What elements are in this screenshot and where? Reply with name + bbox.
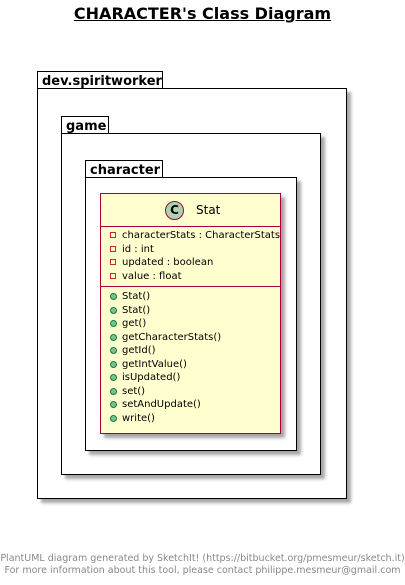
public-visibility-icon (110, 360, 117, 368)
public-visibility-icon (110, 414, 117, 422)
method-row: getIntValue() (101, 358, 280, 372)
class-methods: Stat() Stat() get() getCharacterStats() … (101, 287, 280, 425)
field-text: id : int (122, 243, 154, 255)
class-stereotype-icon: C (165, 201, 184, 220)
field-row: updated : boolean (101, 256, 280, 270)
class-fields: characterStats : CharacterStats id : int… (101, 227, 280, 287)
method-text: getCharacterStats() (122, 331, 222, 343)
method-text: get() (122, 318, 147, 329)
field-text: value : float (122, 270, 182, 282)
method-row: Stat() (101, 290, 280, 304)
package-tab-dev-spiritworker: dev.spiritworker (37, 71, 163, 89)
footer-contact-note: For more information about this tool, pl… (4, 565, 401, 576)
package-tab-game: game (61, 116, 109, 134)
package-name: character (90, 163, 161, 178)
public-visibility-icon (110, 401, 117, 408)
public-visibility-icon (110, 293, 117, 300)
private-visibility-icon (110, 272, 116, 279)
field-row: id : int (101, 243, 280, 257)
public-visibility-icon (110, 306, 117, 314)
method-text: Stat() (122, 304, 151, 316)
method-text: write() (122, 412, 155, 424)
class-header: C Stat (101, 194, 280, 227)
method-row: Stat() (101, 304, 280, 318)
method-text: set() (122, 385, 146, 397)
package-tab-character: character (85, 160, 163, 178)
class-stat: C Stat characterStats : CharacterStats i… (100, 193, 281, 434)
method-row: get() (101, 317, 280, 331)
method-text: isUpdated() (122, 372, 181, 383)
method-row: getId() (101, 344, 280, 358)
field-text: characterStats : CharacterStats (122, 230, 281, 241)
method-row: setAndUpdate() (101, 398, 280, 412)
diagram-title: CHARACTER's Class Diagram (73, 4, 332, 23)
method-row: write() (101, 412, 280, 426)
method-text: getId() (122, 345, 156, 356)
package-name: game (66, 119, 107, 134)
public-visibility-icon (110, 320, 117, 327)
field-row: characterStats : CharacterStats (101, 229, 280, 243)
method-text: getIntValue() (122, 358, 187, 370)
field-row: value : float (101, 270, 280, 284)
method-row: getCharacterStats() (101, 331, 280, 345)
method-row: isUpdated() (101, 371, 280, 385)
public-visibility-icon (110, 333, 117, 341)
method-text: Stat() (122, 291, 151, 302)
class-name: Stat (196, 203, 221, 217)
private-visibility-icon (110, 232, 116, 238)
public-visibility-icon (110, 347, 117, 354)
public-visibility-icon (110, 387, 117, 395)
package-name: dev.spiritworker (42, 74, 162, 89)
private-visibility-icon (110, 245, 116, 252)
method-text: setAndUpdate() (122, 399, 201, 410)
private-visibility-icon (110, 259, 116, 265)
method-row: set() (101, 385, 280, 399)
footer-generator-note: PlantUML diagram generated by SketchIt! … (0, 553, 405, 564)
field-text: updated : boolean (122, 257, 214, 268)
public-visibility-icon (110, 374, 117, 381)
